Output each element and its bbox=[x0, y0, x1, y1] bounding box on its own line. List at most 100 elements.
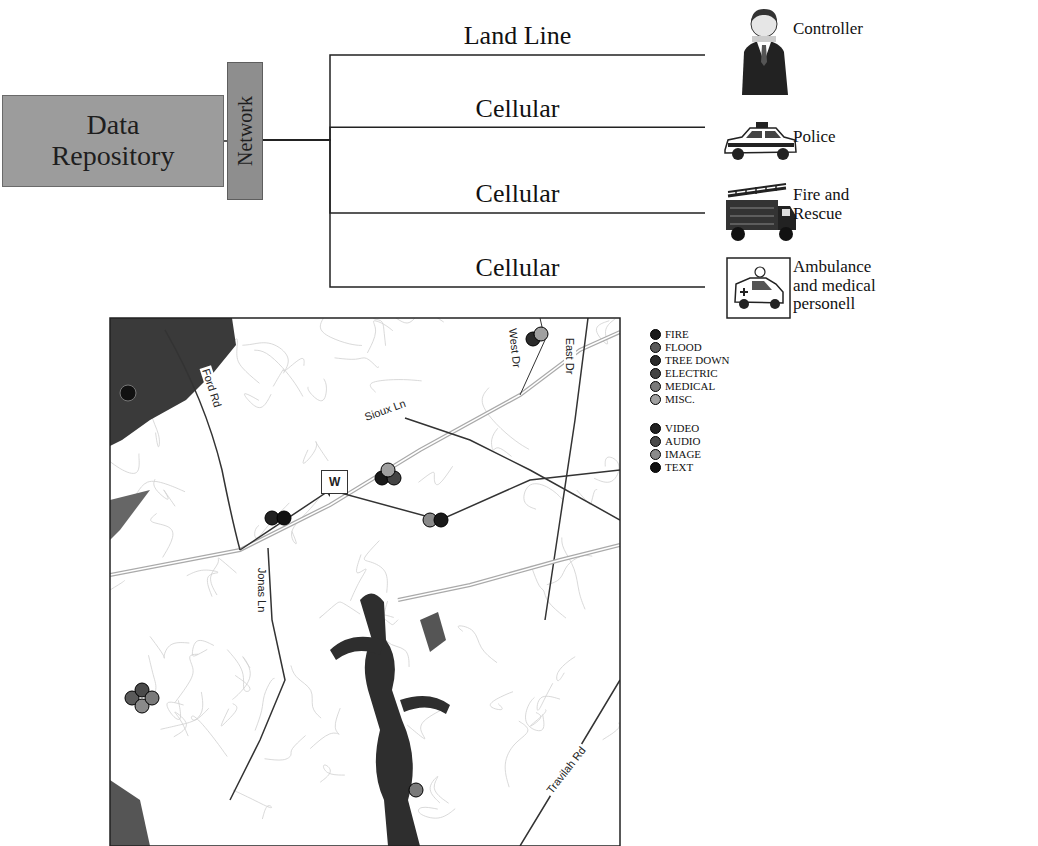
street bbox=[524, 484, 563, 510]
street bbox=[335, 358, 379, 368]
legend-row: IMAGE bbox=[650, 448, 701, 461]
node-text: Police bbox=[793, 128, 836, 147]
street bbox=[418, 807, 455, 818]
street bbox=[350, 555, 366, 601]
incident-markers-part bbox=[534, 327, 548, 341]
street-grid bbox=[110, 318, 620, 819]
street bbox=[308, 379, 327, 401]
ambulance-icon bbox=[727, 258, 790, 318]
legend-text: TEXT bbox=[665, 462, 693, 473]
legend-row: FLOOD bbox=[650, 341, 702, 354]
street bbox=[490, 692, 513, 710]
road bbox=[110, 332, 620, 575]
incident-markers-part bbox=[145, 691, 159, 705]
street bbox=[407, 710, 440, 738]
ambulance-icon-part bbox=[740, 288, 748, 296]
road bbox=[520, 680, 620, 846]
ambulance-icon-part bbox=[727, 258, 790, 318]
link-label: Cellular bbox=[473, 95, 563, 124]
legend-text: ELECTRIC bbox=[665, 368, 718, 379]
street bbox=[244, 394, 271, 408]
fire-truck-icon-part bbox=[736, 185, 776, 196]
river bbox=[400, 696, 450, 714]
road bbox=[405, 418, 620, 520]
map-area bbox=[520, 318, 620, 420]
legend-swatch bbox=[650, 449, 661, 460]
street bbox=[371, 318, 443, 323]
street bbox=[364, 541, 387, 593]
legend-row: FIRE bbox=[650, 328, 689, 341]
ambulance-icon-part bbox=[755, 267, 765, 277]
connector-line bbox=[263, 140, 705, 287]
street bbox=[221, 704, 237, 726]
node-text: W bbox=[329, 476, 340, 488]
link-label: Cellular bbox=[473, 180, 563, 209]
incident-markers-part bbox=[120, 385, 136, 401]
road-label: Sioux Ln bbox=[361, 396, 409, 423]
fire-truck-icon-part bbox=[726, 200, 778, 230]
street bbox=[191, 708, 227, 756]
legend-swatch bbox=[650, 394, 661, 405]
legend-row: TREE DOWN bbox=[650, 354, 729, 367]
fire-truck-icon-part bbox=[731, 227, 745, 241]
police-car-icon-part bbox=[732, 148, 744, 160]
legend-text: IMAGE bbox=[665, 449, 701, 460]
road-label: West Dr bbox=[507, 326, 524, 371]
street bbox=[430, 776, 449, 803]
legend-row: MEDICAL bbox=[650, 380, 715, 393]
map bbox=[96, 276, 653, 846]
road-label: Ford Rd bbox=[199, 365, 224, 410]
recipient-node: Fire and Rescue bbox=[705, 180, 895, 246]
legend-swatch bbox=[650, 462, 661, 473]
street bbox=[594, 457, 619, 482]
legend-text: FLOOD bbox=[665, 342, 702, 353]
road-label: Travilah Rd bbox=[543, 743, 589, 798]
node-text: Fire and Rescue bbox=[793, 186, 887, 223]
link-label: Land Line bbox=[461, 22, 575, 51]
map-content bbox=[110, 318, 620, 846]
legend-text: VIDEO bbox=[665, 423, 699, 434]
legend-swatch bbox=[650, 368, 661, 379]
legend-text: AUDIO bbox=[665, 436, 700, 447]
legend-row: AUDIO bbox=[650, 435, 700, 448]
street bbox=[254, 350, 303, 396]
legend-swatch bbox=[650, 423, 661, 434]
street bbox=[320, 318, 362, 345]
legend-row: ELECTRIC bbox=[650, 367, 718, 380]
controller-icon-part bbox=[742, 40, 788, 95]
street bbox=[175, 654, 198, 702]
road bbox=[165, 330, 240, 550]
legend-row: VIDEO bbox=[650, 422, 699, 435]
fire-truck-icon bbox=[726, 184, 796, 241]
street bbox=[320, 602, 360, 618]
street bbox=[526, 697, 544, 730]
road bbox=[230, 548, 285, 800]
road-label: East Dr bbox=[564, 336, 576, 377]
street bbox=[530, 709, 546, 726]
road-label: Jonas Ln bbox=[256, 566, 268, 615]
street bbox=[562, 537, 585, 609]
park-region bbox=[420, 612, 446, 652]
street bbox=[242, 343, 288, 374]
ambulance-icon-part bbox=[739, 299, 749, 309]
street bbox=[537, 683, 560, 710]
road bbox=[398, 545, 620, 600]
street bbox=[110, 452, 139, 473]
street bbox=[150, 636, 189, 658]
river bbox=[360, 593, 420, 846]
street bbox=[167, 700, 184, 719]
police-car-icon-part bbox=[746, 131, 762, 138]
connector-line bbox=[263, 55, 705, 140]
street bbox=[505, 721, 528, 787]
incident-markers-part bbox=[277, 511, 291, 525]
legend-swatch bbox=[650, 355, 661, 366]
map-marker-box: W bbox=[321, 470, 348, 494]
legend-text: MISC. bbox=[665, 394, 695, 405]
ambulance-icon-part bbox=[770, 299, 780, 309]
recipient-node: Police bbox=[705, 104, 844, 151]
street bbox=[310, 708, 340, 748]
link-label: Cellular bbox=[473, 254, 563, 283]
police-car-icon-part bbox=[728, 143, 794, 147]
street bbox=[291, 665, 321, 718]
fire-truck-icon-part bbox=[779, 227, 793, 241]
